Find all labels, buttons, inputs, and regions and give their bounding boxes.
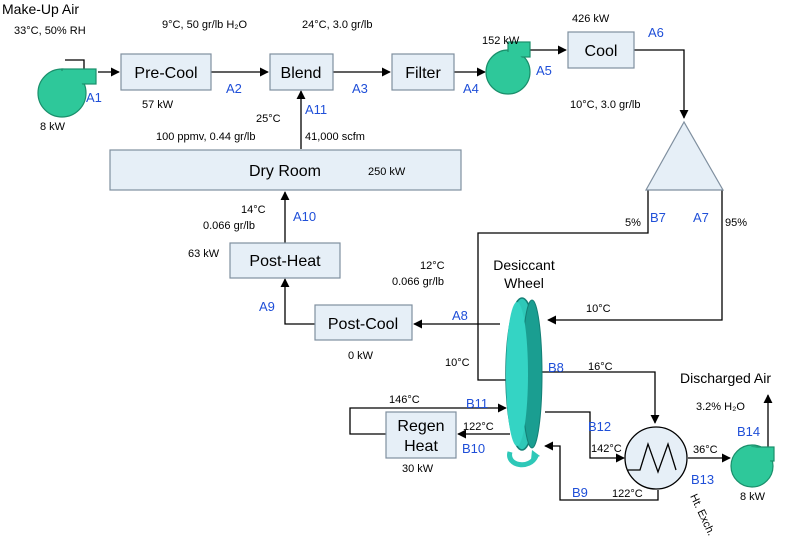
b13-temp: 36°C	[693, 444, 718, 456]
fan-a1-power: 8 kW	[40, 121, 66, 133]
tag-a7: A7	[693, 210, 709, 225]
discharged-air-title: Discharged Air	[680, 370, 771, 386]
a10-humidity: 0.066 gr/lb	[203, 220, 255, 232]
tag-a4: A4	[463, 81, 479, 96]
b7-temp: 10°C	[445, 357, 470, 369]
fan-a4-power: 152 kW	[482, 35, 520, 47]
post-heat-label: Post-Heat	[249, 253, 321, 270]
pre-cool-box	[120, 53, 212, 91]
tag-b14: B14	[737, 424, 760, 439]
cool-box	[567, 31, 635, 69]
line-b12	[545, 411, 625, 463]
line-b11	[349, 403, 507, 435]
split-b7: 5%	[625, 217, 641, 229]
tag-b7: B7	[650, 210, 666, 225]
fan-b13-icon	[730, 444, 775, 488]
tag-a2: A2	[226, 81, 242, 96]
cool-power: 426 kW	[572, 13, 610, 25]
make-up-air-condition: 33°C, 50% RH	[14, 25, 86, 37]
desiccant-wheel-label-1: Desiccant	[493, 257, 555, 273]
filter-box	[391, 53, 455, 91]
regen-heat-power: 30 kW	[402, 463, 434, 475]
tag-b9: B9	[572, 485, 588, 500]
splitter-triangle	[644, 120, 725, 191]
dry-room-label: Dry Room	[249, 163, 321, 180]
tag-b13: B13	[691, 472, 714, 487]
tag-a10: A10	[293, 209, 316, 224]
split-a7: 95%	[725, 217, 747, 229]
tag-a8: A8	[452, 308, 468, 323]
line-a9	[280, 278, 315, 325]
tag-b11: B11	[466, 396, 488, 411]
make-up-air-title: Make-Up Air	[2, 1, 79, 17]
tag-a9: A9	[259, 299, 275, 314]
a11-temp: 25°C	[256, 113, 281, 125]
line-a7	[547, 190, 723, 325]
tag-a11: A11	[305, 102, 327, 117]
a2-condition: 9°C, 50 gr/lb H₂O	[162, 19, 248, 31]
cool-label: Cool	[585, 43, 618, 60]
regen-heat-label-1: Regen	[397, 418, 444, 435]
blend-box	[269, 53, 334, 91]
tag-b10: B10	[462, 441, 485, 456]
a11-flow: 41,000 scfm	[305, 131, 365, 143]
post-cool-power: 0 kW	[348, 350, 374, 362]
desiccant-wheel-label-2: Wheel	[504, 275, 544, 291]
pre-cool-power: 57 kW	[142, 99, 174, 111]
regen-heat-box	[385, 411, 457, 459]
tag-a5: A5	[536, 63, 552, 78]
line-b9	[544, 441, 659, 501]
line-a6	[634, 49, 689, 119]
tag-b12: B12	[588, 419, 611, 434]
post-heat-box	[229, 242, 341, 279]
fan-a4-icon	[485, 41, 531, 95]
a8-humidity: 0.066 gr/lb	[392, 276, 444, 288]
a10-temp: 14°C	[241, 204, 266, 216]
b14-humidity: 3.2% H₂O	[696, 401, 745, 413]
line-b8	[538, 371, 660, 424]
b8-temp: 16°C	[588, 361, 613, 373]
fan-a1-icon	[37, 68, 97, 118]
dry-room-box	[109, 149, 462, 191]
post-heat-power: 63 kW	[188, 248, 220, 260]
filter-label: Filter	[405, 65, 441, 82]
a8-temp: 12°C	[420, 260, 445, 272]
b11-temp: 146°C	[389, 394, 420, 406]
blend-label: Blend	[281, 65, 322, 82]
post-cool-box	[314, 304, 413, 341]
b12-temp: 142°C	[591, 443, 622, 455]
tag-a3: A3	[352, 81, 368, 96]
tag-a6: A6	[648, 25, 664, 40]
a3-condition: 24°C, 3.0 gr/lb	[302, 19, 372, 31]
regen-heat-label-2: Heat	[404, 438, 438, 455]
makeup-air-line	[65, 59, 85, 71]
a11-humidity: 100 ppmv, 0.44 gr/lb	[156, 131, 255, 143]
b9-temp: 122°C	[612, 488, 643, 500]
a7-temp: 10°C	[586, 303, 611, 315]
pre-cool-label: Pre-Cool	[134, 65, 197, 82]
heat-exchanger-label: Ht. Exch.	[687, 492, 717, 537]
flow-lines	[65, 45, 773, 501]
tag-b8: B8	[548, 360, 564, 375]
dry-room-power: 250 kW	[368, 166, 406, 178]
heat-exchanger-icon	[624, 426, 688, 490]
fan-b13-power: 8 kW	[740, 491, 766, 503]
post-cool-label: Post-Cool	[328, 316, 398, 333]
line-b7	[477, 190, 649, 381]
tag-a1: A1	[86, 90, 102, 105]
b10-temp: 122°C	[463, 421, 494, 433]
a6-condition: 10°C, 3.0 gr/lb	[570, 99, 640, 111]
desiccant-wheel-icon	[505, 297, 543, 468]
